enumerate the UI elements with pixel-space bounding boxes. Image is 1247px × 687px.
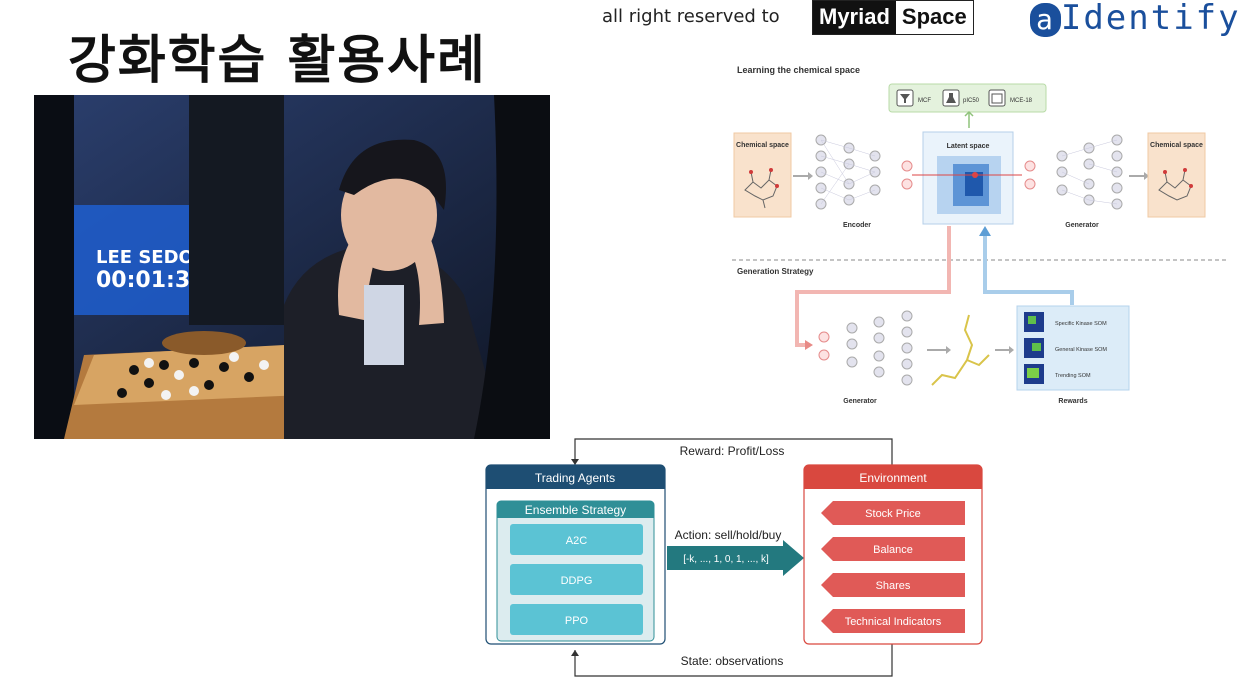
property-mcf: MCF [918,98,931,104]
property-mce18: MCE-18 [1010,98,1033,104]
section1-title: Learning the chemical space [737,65,860,75]
algo-ppo-label: PPO [565,615,589,627]
property-pic50: pIC50 [963,98,980,104]
rewards-label: Rewards [1058,398,1087,405]
chemical-diagram-canvas: Learning the chemical space MCF pIC50 MC… [727,60,1232,412]
ensemble-strategy-title: Ensemble Strategy [525,503,626,517]
generator2-label: Generator [843,398,877,405]
aidentify-logo-text: Identify [1061,0,1241,38]
trading-agents-title: Trading Agents [535,471,615,485]
generator2-network [847,311,912,385]
env-item-shares-label: Shares [876,580,911,592]
screen-text-line1: LEE SEDOL [96,247,205,268]
algo-a2c-label: A2C [566,535,587,547]
reward-specific-kinase: Specific Kinase SOM [1055,321,1107,327]
state-label: State: observations [681,654,784,668]
screen-text-line2: 00:01:3 [96,268,190,293]
myriad-space-logo: Myriad Space [812,0,974,35]
trading-rl-diagram: Reward: Profit/Loss State: observations … [470,437,990,683]
chemical-space-diagram: Learning the chemical space MCF pIC50 MC… [727,60,1232,412]
encoder-label: Encoder [843,222,871,229]
reward-general-kinase: General Kinase SOM [1055,347,1107,353]
algo-ddpg-label: DDPG [561,575,593,587]
generator-label: Generator [1065,222,1099,229]
action-label: Action: sell/hold/buy [675,528,782,542]
section2-title: Generation Strategy [737,267,814,276]
go-game-photo: LEE SEDOL 00:01:3 [34,95,550,439]
copyright-text: all right reserved to [602,6,780,27]
myriad-logo-part1: Myriad [813,1,896,34]
generator-network [1057,135,1122,209]
encoder-network [816,135,880,209]
page-title: 강화학습 활용사례 [68,18,487,93]
input-chemical-space-label: Chemical space [736,142,789,149]
trading-diagram-canvas: Reward: Profit/Loss State: observations … [470,437,990,683]
myriad-logo-part2: Space [896,1,973,34]
reward-label: Reward: Profit/Loss [680,444,785,458]
go-game-photo-illustration: LEE SEDOL 00:01:3 [34,95,550,439]
env-item-balance-label: Balance [873,544,913,556]
aidentify-logo-mark: a [1030,3,1061,37]
action-values: [-k, ..., 1, 0, 1, ..., k] [683,554,769,565]
output-chemical-space-label: Chemical space [1150,142,1203,149]
env-item-technical-indicators-label: Technical Indicators [845,616,942,628]
latent-space-label: Latent space [947,143,990,150]
env-item-stock-price-label: Stock Price [865,508,921,520]
reward-trending: Trending SOM [1055,373,1091,379]
environment-title: Environment [859,471,927,485]
calendar-icon [989,90,1005,106]
